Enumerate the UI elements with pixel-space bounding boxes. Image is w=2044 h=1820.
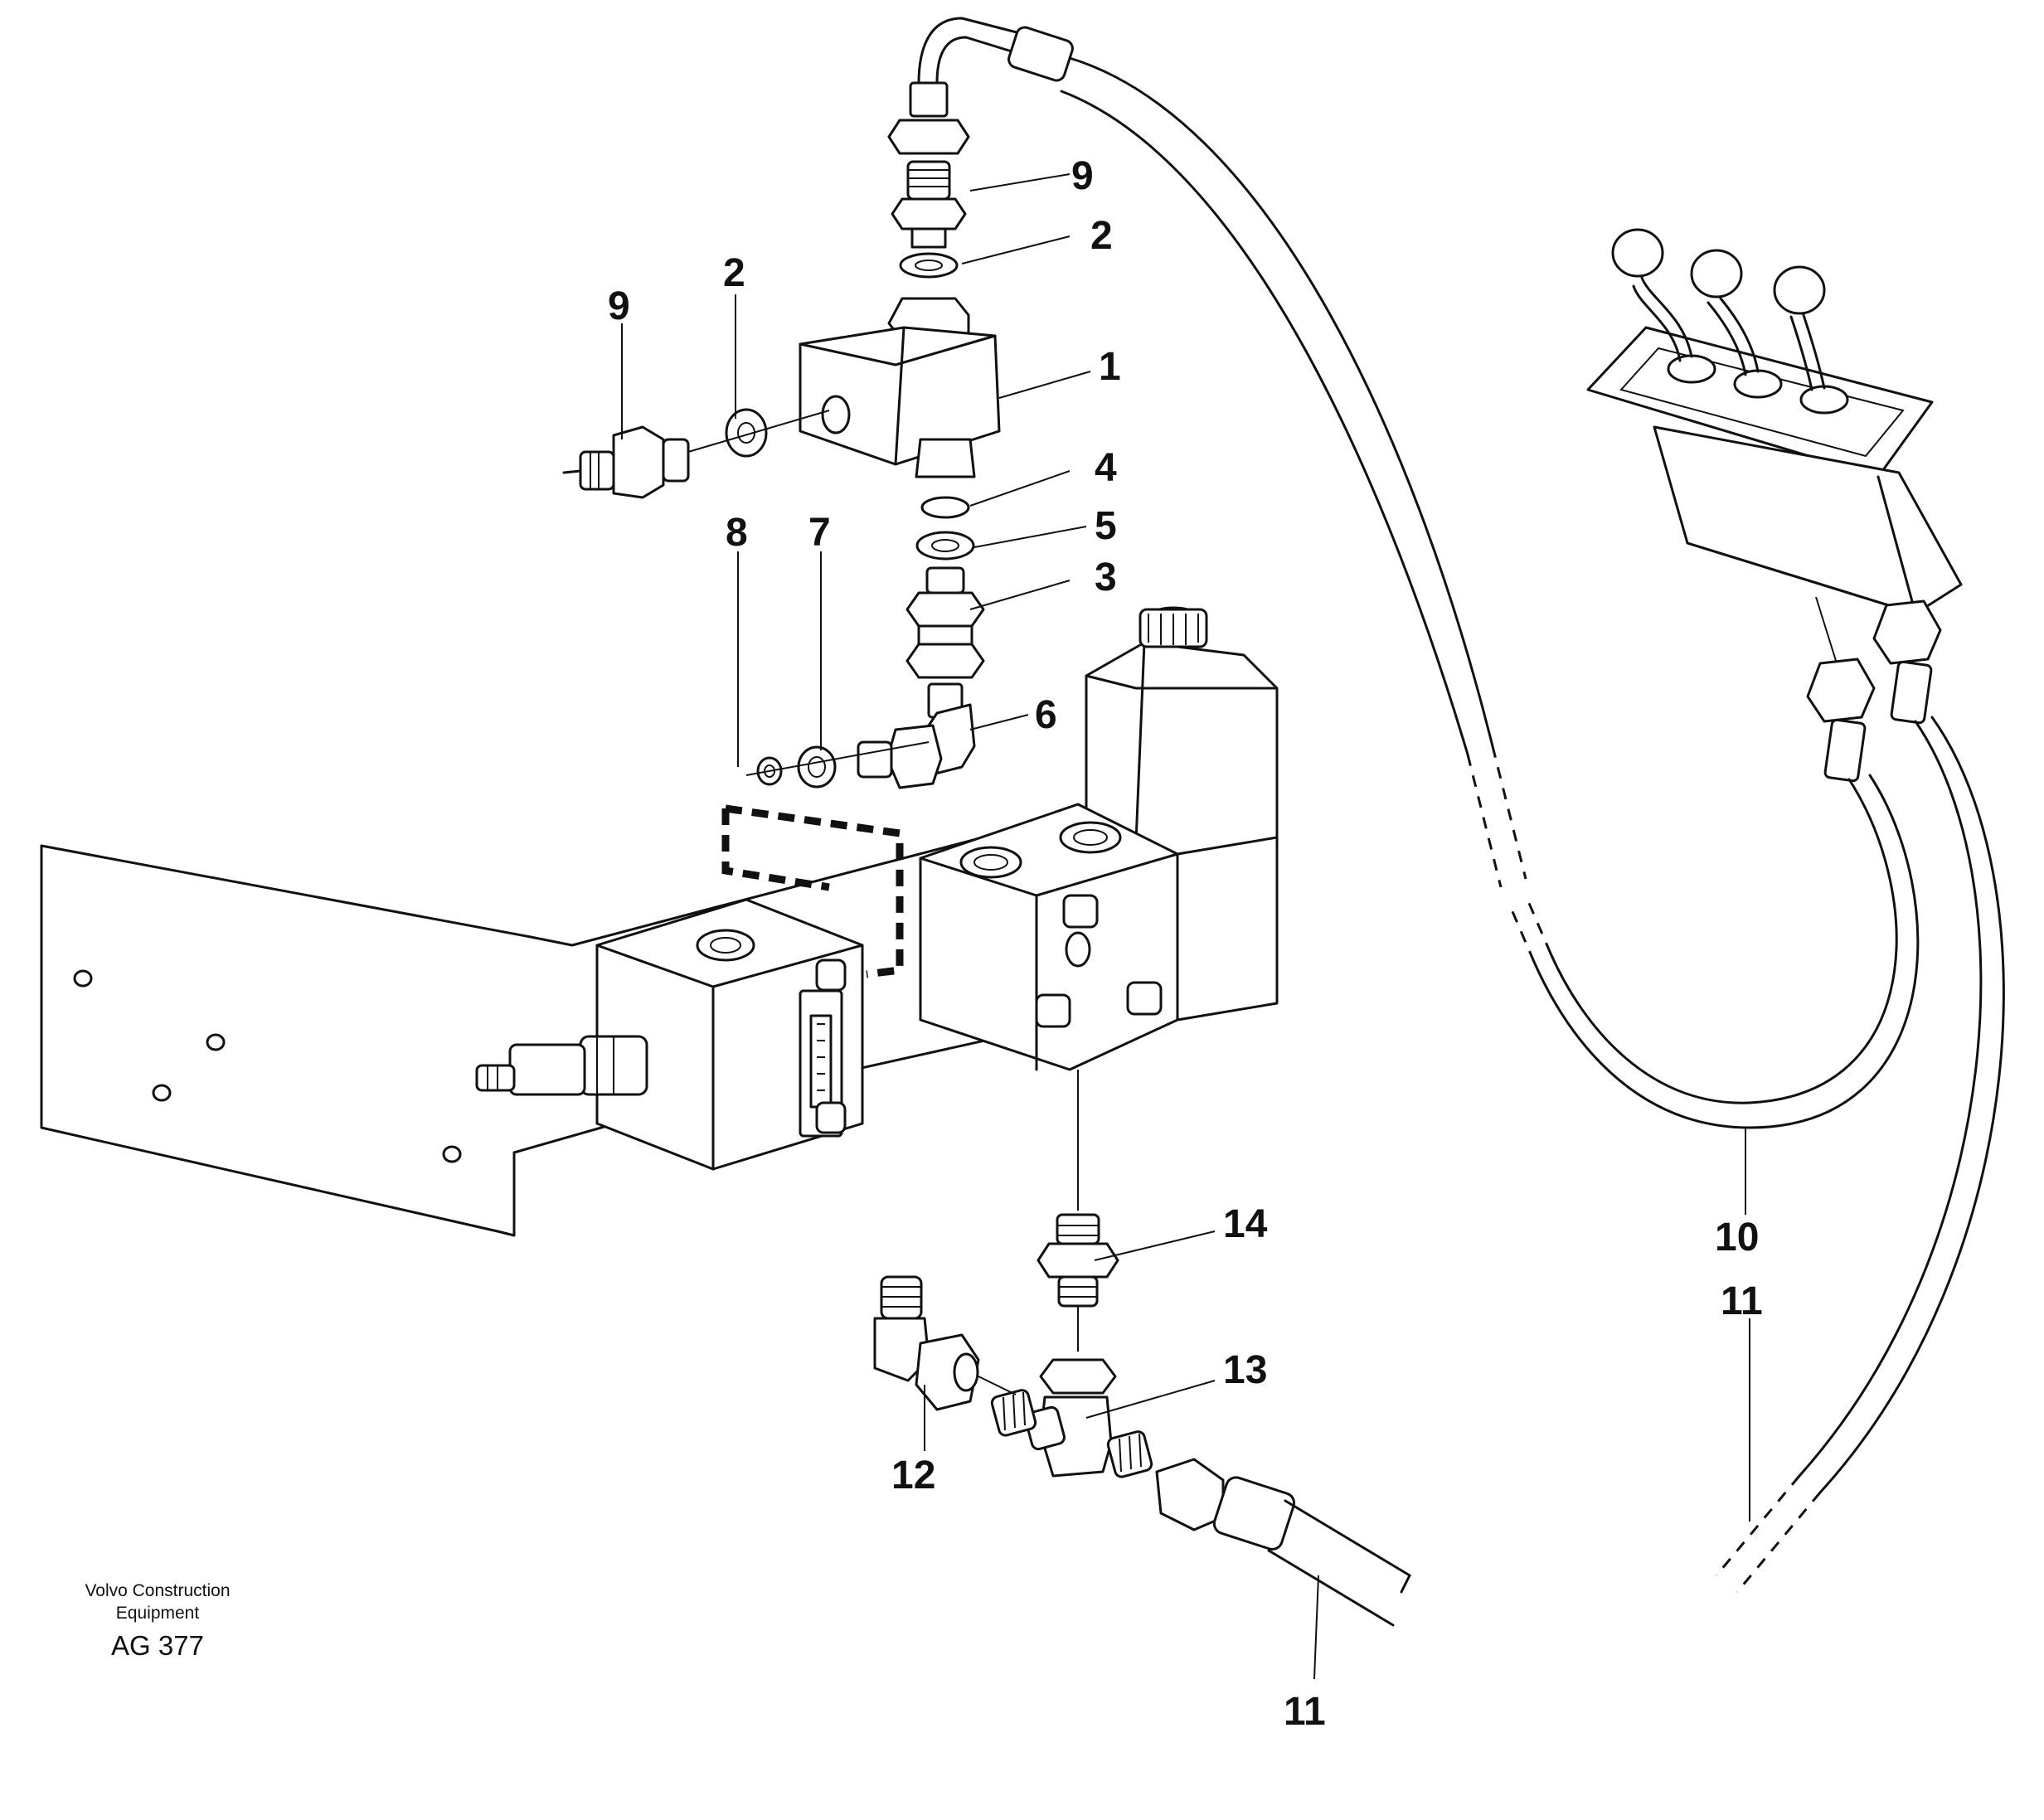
callouts: 9 2 1 4 5 3 6 2 9 8 7 14 13 12 11 10 11	[608, 154, 1763, 1734]
callout-5: 5	[1095, 504, 1117, 548]
nipple-14	[1037, 1213, 1119, 1308]
callout-3: 3	[1095, 556, 1117, 599]
caption-company-line1: Volvo Construction	[85, 1581, 231, 1600]
left-solenoid-block	[475, 898, 864, 1171]
callout-7: 7	[808, 511, 831, 555]
valve-block-1	[799, 326, 1001, 478]
callout-9-top: 9	[1071, 154, 1094, 198]
callout-9-left: 9	[608, 284, 630, 328]
elbow-6-assembly	[745, 703, 976, 789]
upper-hose	[917, 17, 1527, 888]
callout-2-top: 2	[1090, 214, 1113, 258]
callout-4: 4	[1095, 446, 1117, 490]
right-hoses	[1508, 596, 2005, 1593]
callout-12: 12	[891, 1454, 935, 1497]
lower-hose	[1155, 1458, 1411, 1627]
lower-fitting-stack	[905, 496, 985, 719]
main-valve-block	[919, 803, 1179, 1071]
drawing-caption: Volvo Construction Equipment AG 377	[66, 1580, 249, 1664]
top-fitting-stack	[887, 81, 970, 342]
solenoid-housing	[1085, 606, 1279, 1022]
callout-1: 1	[1099, 345, 1121, 389]
left-fitting-9-2	[562, 408, 830, 499]
callout-11-bottom: 11	[1284, 1690, 1326, 1734]
callout-11-right: 11	[1721, 1279, 1763, 1323]
seal-outline	[725, 804, 904, 978]
control-lever-box	[1586, 228, 1963, 615]
leader-lines	[621, 173, 1750, 1680]
callout-6: 6	[1035, 693, 1057, 737]
callout-8: 8	[726, 511, 748, 555]
callout-10: 10	[1715, 1216, 1759, 1259]
callout-2-left: 2	[723, 251, 745, 295]
elbow-12	[873, 1275, 980, 1411]
caption-company-line2: Equipment	[115, 1604, 200, 1623]
tee-13-assembly	[990, 1358, 1153, 1478]
callout-13: 13	[1223, 1348, 1267, 1392]
caption-drawing-code: AG 377	[111, 1630, 204, 1661]
callout-14: 14	[1223, 1202, 1268, 1246]
